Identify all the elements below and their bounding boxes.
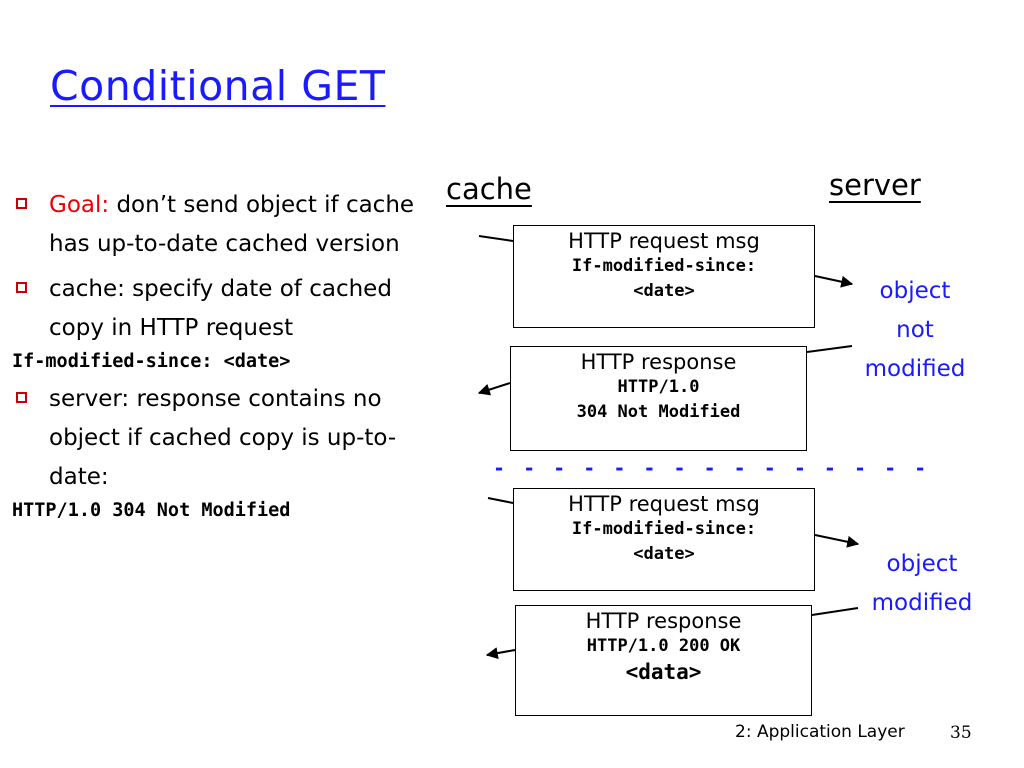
- request-msg-box-1: HTTP request msg If-modified-since: <dat…: [513, 225, 815, 328]
- response-msg-box-2: HTTP response HTTP/1.0 200 OK <data>: [515, 605, 812, 716]
- response-status: 304 Not Modified: [576, 402, 741, 422]
- request-msg-box-2: HTTP request msg If-modified-since: <dat…: [513, 488, 815, 591]
- server-label: server: [829, 168, 921, 202]
- response-version: HTTP/1.0: [617, 377, 700, 397]
- request-header: If-modified-since:: [571, 519, 757, 539]
- request-date: <date>: [633, 281, 695, 301]
- server-code: HTTP/1.0 304 Not Modified: [12, 500, 291, 521]
- response-title: HTTP response: [580, 350, 737, 374]
- page-title: Conditional GET: [50, 62, 386, 110]
- square-bullet-icon: [16, 392, 27, 403]
- cache-label: cache: [446, 172, 532, 206]
- arrow-request-1-out: [814, 275, 854, 288]
- response-title: HTTP response: [585, 609, 742, 633]
- note-line: object: [886, 551, 958, 577]
- response-data: <data>: [625, 660, 702, 684]
- footer-text: 2: Application Layer: [735, 722, 905, 742]
- square-bullet-icon: [16, 198, 27, 209]
- square-bullet-icon: [16, 282, 27, 293]
- request-header: If-modified-since:: [571, 256, 757, 276]
- bullet-goal: Goal: don’t send object if cache has up-…: [12, 186, 452, 264]
- arrow-response-2-in: [811, 607, 859, 616]
- bullet-list: Goal: don’t send object if cache has up-…: [12, 186, 452, 529]
- request-title: HTTP request msg: [568, 492, 760, 516]
- arrow-request-2-out: [814, 534, 860, 548]
- note-line: modified: [871, 590, 973, 616]
- response-status: HTTP/1.0 200 OK: [586, 636, 741, 656]
- note-modified: object modified: [852, 545, 992, 623]
- note-line: modified: [864, 356, 966, 382]
- server-text: server: response contains no object if c…: [49, 386, 397, 490]
- goal-label: Goal:: [49, 192, 110, 218]
- note-line: not: [896, 317, 934, 343]
- cache-code: If-modified-since: <date>: [12, 351, 291, 372]
- response-msg-box-1: HTTP response HTTP/1.0 304 Not Modified: [510, 346, 807, 451]
- note-line: object: [879, 278, 951, 304]
- arrow-request-2-in: [487, 497, 514, 504]
- section-divider: - - - - - - - - - - - - - - - - - - - - …: [493, 456, 933, 480]
- bullet-cache: cache: specify date of cached copy in HT…: [12, 270, 452, 348]
- arrow-response-1-out: [477, 382, 511, 396]
- request-title: HTTP request msg: [568, 229, 760, 253]
- request-date: <date>: [633, 544, 695, 564]
- bullet-server: server: response contains no object if c…: [12, 380, 452, 497]
- arrow-response-1-in: [806, 345, 853, 353]
- note-not-modified: object not modified: [845, 272, 985, 389]
- page-number: 35: [950, 723, 972, 743]
- cache-text: cache: specify date of cached copy in HT…: [49, 276, 392, 341]
- arrow-request-1-in: [478, 235, 514, 242]
- goal-text: don’t send object if cache has up-to-dat…: [49, 192, 415, 257]
- arrow-response-2-out: [485, 647, 516, 660]
